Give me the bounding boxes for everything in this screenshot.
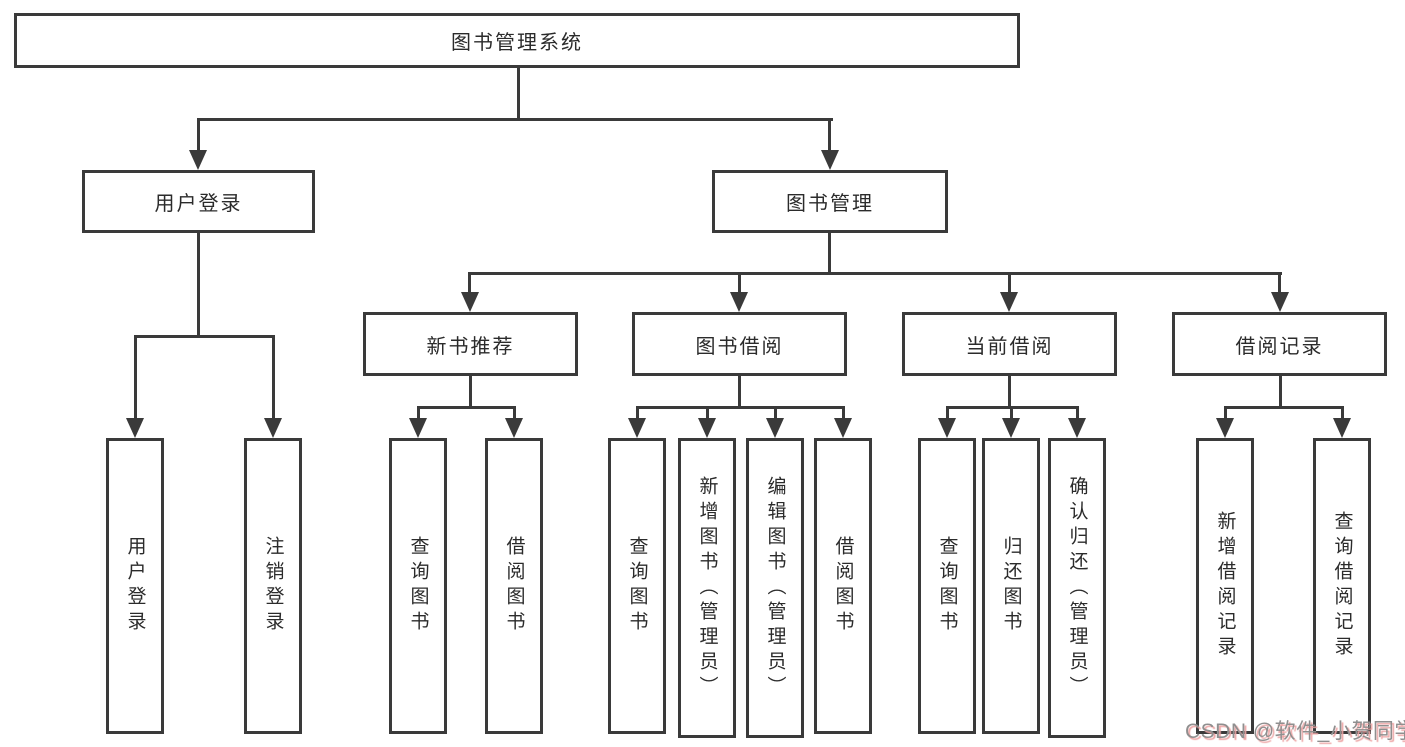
connector-shaft [946,406,949,422]
connector-shaft [513,406,516,422]
connector-root-hline [197,118,833,121]
leaf-label: 确认归还（管理员） [1066,475,1088,701]
leaf-label: 借阅图书 [503,536,525,636]
leaf-borrow-borrow-books: 借阅图书 [814,438,872,734]
arrowhead-to-leaf [1216,418,1234,438]
connector-shaft [706,406,709,422]
connector-userlogin-vline [197,233,200,338]
leaf-label: 查询图书 [626,536,648,636]
connector-bookborrow-hline [636,406,845,409]
connector-shaft [1010,406,1013,422]
node-book-borrowing: 图书借阅 [632,312,847,376]
node-label: 图书借阅 [695,335,784,358]
csdn-watermark: CSDN @软件_小贺同学 [1185,720,1405,743]
connector-shaft [1008,272,1011,296]
leaf-records-query-record: 查询借阅记录 [1313,438,1371,734]
node-label: 图书管理 [786,193,874,215]
leaf-current-confirm-return-admin: 确认归还（管理员） [1048,438,1106,738]
node-label: 图书管理系统 [451,32,583,54]
leaf-newrec-query-books: 查询图书 [389,438,447,734]
leaf-records-add-record: 新增借阅记录 [1196,438,1254,734]
connector-bookmgmt-hline [469,272,1282,275]
arrowhead-to-leaf [834,418,852,438]
leaf-borrow-add-book-admin: 新增图书（管理员） [678,438,736,738]
connector-shaft [738,272,741,296]
connector-shaft [272,335,275,422]
leaf-newrec-borrow-books: 借阅图书 [485,438,543,734]
arrowhead-to-book-management [821,150,839,170]
arrowhead-to-leaf [698,418,716,438]
connector-records-hline [1224,406,1344,409]
arrowhead-to-leaf [1002,418,1020,438]
connector-shaft [842,406,845,422]
arrowhead-to-leaf [1068,418,1086,438]
arrowhead-to-leaf [766,418,784,438]
node-book-management: 图书管理 [712,170,948,233]
node-root-library-system: 图书管理系统 [14,13,1020,68]
connector-shaft [774,406,777,422]
leaf-borrow-query-books: 查询图书 [608,438,666,734]
connector-root-to-userlogin-shaft [197,118,200,152]
leaf-user-login: 用户登录 [106,438,164,734]
connector-shaft [636,406,639,422]
leaf-current-query-books: 查询图书 [918,438,976,734]
connector-shaft [1341,406,1344,422]
leaf-borrow-edit-book-admin: 编辑图书（管理员） [746,438,804,738]
connector-newrec-hline [417,406,516,409]
arrowhead-to-leaf [938,418,956,438]
node-user-login: 用户登录 [82,170,315,233]
arrowhead-to-user-login [189,150,207,170]
connector-shaft [417,406,420,422]
node-new-book-recommendation: 新书推荐 [363,312,578,376]
arrowhead-to-leaf [1333,418,1351,438]
node-label: 用户登录 [154,193,243,215]
leaf-logout: 注销登录 [244,438,302,734]
leaf-label: 查询图书 [407,536,429,636]
leaf-label: 注销登录 [262,536,284,636]
arrowhead-to-leaf [409,418,427,438]
connector-bookmgmt-vline [828,233,831,275]
leaf-label: 查询借阅记录 [1331,511,1353,661]
connector-root-to-bookmgmt-shaft [828,118,831,152]
connector-bookborrow-vline [738,376,741,409]
leaf-label: 借阅图书 [832,536,854,636]
connector-shaft [1224,406,1227,422]
leaf-label: 新增图书（管理员） [696,475,718,701]
connector-records-vline [1279,376,1282,409]
leaf-label: 用户登录 [124,536,146,636]
arrowhead-to-current-borrowing [1000,292,1018,312]
node-label: 当前借阅 [965,335,1054,358]
arrowhead-to-leaf-user-login [126,418,144,438]
arrowhead-to-leaf [628,418,646,438]
connector-currentborrow-vline [1008,376,1011,409]
connector-shaft [468,272,471,296]
connector-root-vline [517,68,520,121]
leaf-label: 查询图书 [936,536,958,636]
leaf-current-return-books: 归还图书 [982,438,1040,734]
arrowhead-to-leaf [505,418,523,438]
connector-shaft [1076,406,1079,422]
arrowhead-to-leaf-logout [264,418,282,438]
arrowhead-to-book-borrowing [730,292,748,312]
node-current-borrowing: 当前借阅 [902,312,1117,376]
node-borrowing-records: 借阅记录 [1172,312,1387,376]
leaf-label: 新增借阅记录 [1214,511,1236,661]
leaf-label: 归还图书 [1000,536,1022,636]
node-label: 借阅记录 [1235,335,1324,358]
arrowhead-to-borrowing-records [1271,292,1289,312]
leaf-label: 编辑图书（管理员） [764,475,786,701]
connector-newrec-vline [469,376,472,409]
connector-shaft [134,335,137,422]
arrowhead-to-new-book-recommendation [461,292,479,312]
connector-shaft [1278,272,1281,296]
connector-userlogin-hline [134,335,275,338]
node-label: 新书推荐 [426,335,515,358]
